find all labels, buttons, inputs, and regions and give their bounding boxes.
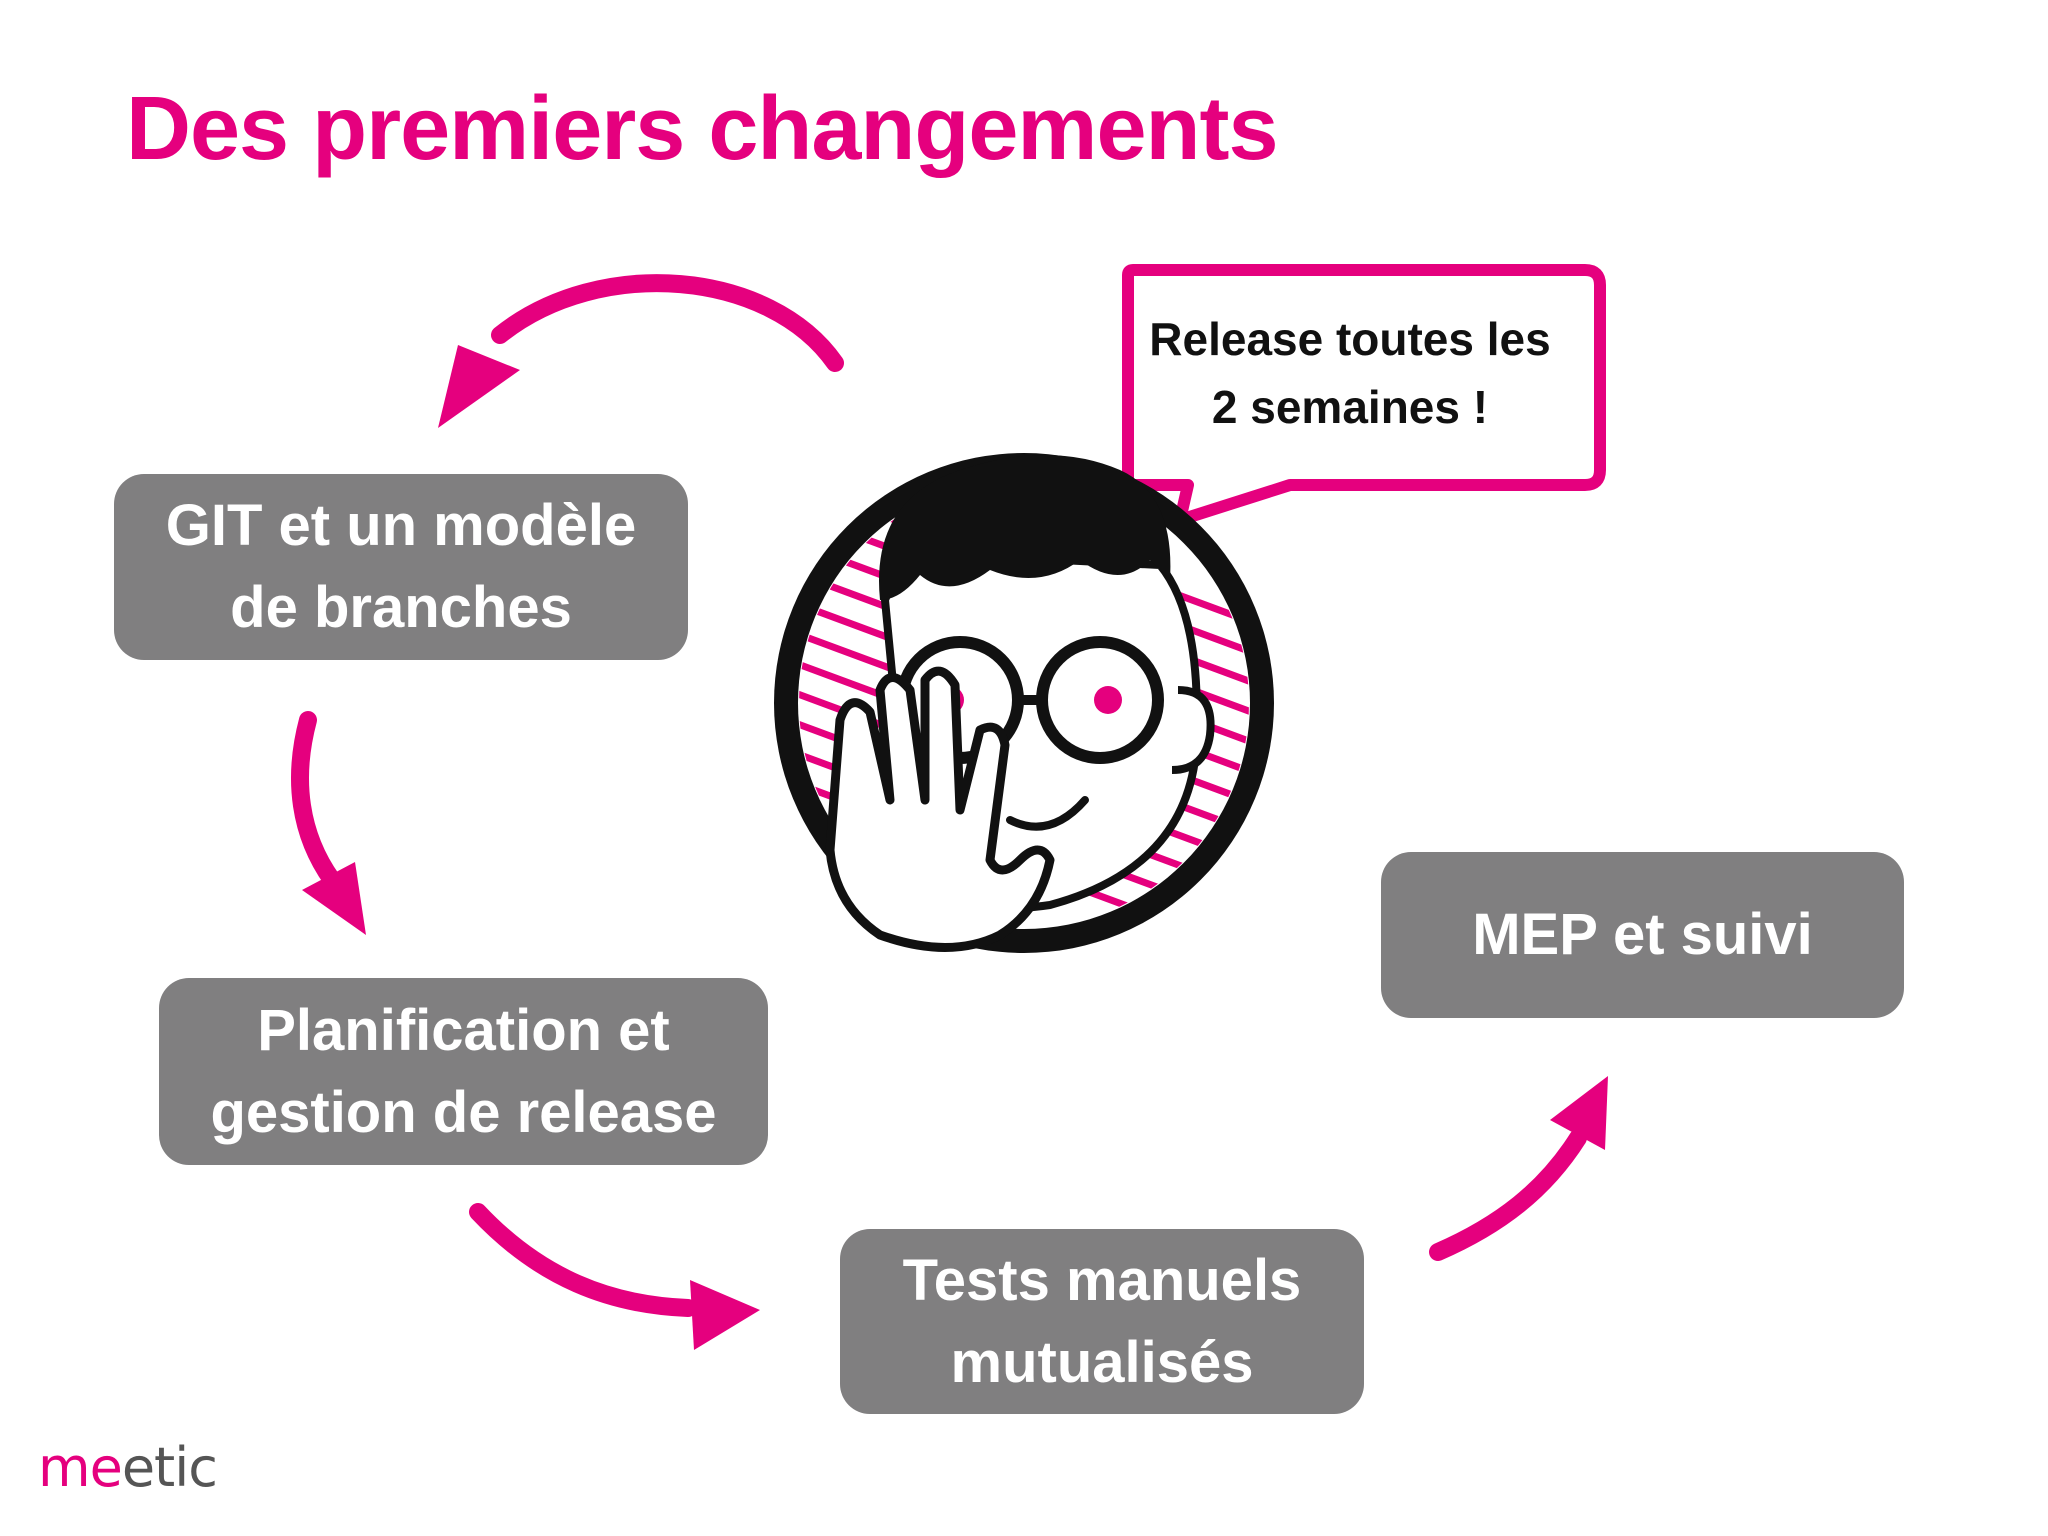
facepalm-cartoon-avatar — [774, 453, 1274, 953]
step-box-release-planning: Planification et gestion de release — [159, 978, 768, 1165]
meetic-logo: meetic — [38, 1436, 218, 1499]
step-box-line-2: de branches — [230, 575, 572, 640]
arrow-git-to-plan-icon — [291, 711, 366, 935]
step-box-manual-tests: Tests manuels mutualisés — [840, 1229, 1364, 1414]
speech-bubble — [1122, 264, 1606, 526]
step-box-line-1: Planification et — [257, 997, 670, 1063]
step-box-git-branching: GIT et un modèle de branches — [114, 474, 688, 660]
speech-bubble-line-2: 2 semaines ! — [1211, 381, 1489, 433]
speech-bubble-text: Release toutes les 2 semaines ! — [1100, 305, 1600, 441]
arrow-to-git-icon — [438, 274, 844, 428]
step-box-line-2: gestion de release — [210, 1079, 717, 1145]
speech-bubble-line-1: Release toutes les — [1149, 313, 1551, 365]
step-box-line-2: mutualisés — [950, 1329, 1254, 1395]
step-box-deployment-monitoring: MEP et suivi — [1381, 852, 1904, 1018]
step-box-line-1: MEP et suivi — [1472, 902, 1813, 967]
step-box-line-1: GIT et un modèle — [165, 493, 637, 558]
arrow-tests-to-mep-icon — [1429, 1076, 1608, 1261]
step-box-line-1: Tests manuels — [902, 1247, 1302, 1313]
slide-title: Des premiers changements — [126, 79, 1278, 179]
logo-text-part-2: etic — [121, 1436, 218, 1499]
logo-text-part-1: me — [38, 1436, 123, 1499]
arrow-plan-to-tests-icon — [469, 1203, 760, 1350]
